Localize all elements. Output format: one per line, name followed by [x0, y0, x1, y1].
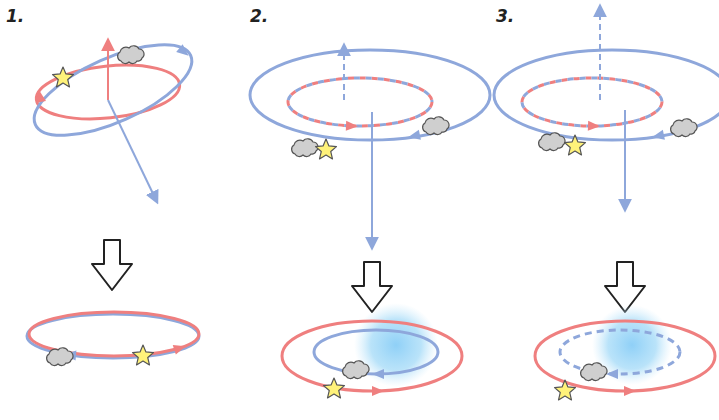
flow-arrow — [605, 262, 645, 312]
flow-arrow — [92, 240, 132, 290]
counter-rotating-disc — [250, 45, 490, 248]
panel-number: 3. — [496, 6, 514, 26]
panel-number: 1. — [6, 6, 24, 26]
panel-number: 2. — [250, 6, 268, 26]
inner-disc-result — [282, 303, 462, 398]
aligned-orbits — [27, 312, 199, 366]
misaligned-orbits — [22, 26, 203, 202]
inner-disc-result — [535, 305, 715, 400]
counter-rotating-disc — [494, 6, 719, 210]
